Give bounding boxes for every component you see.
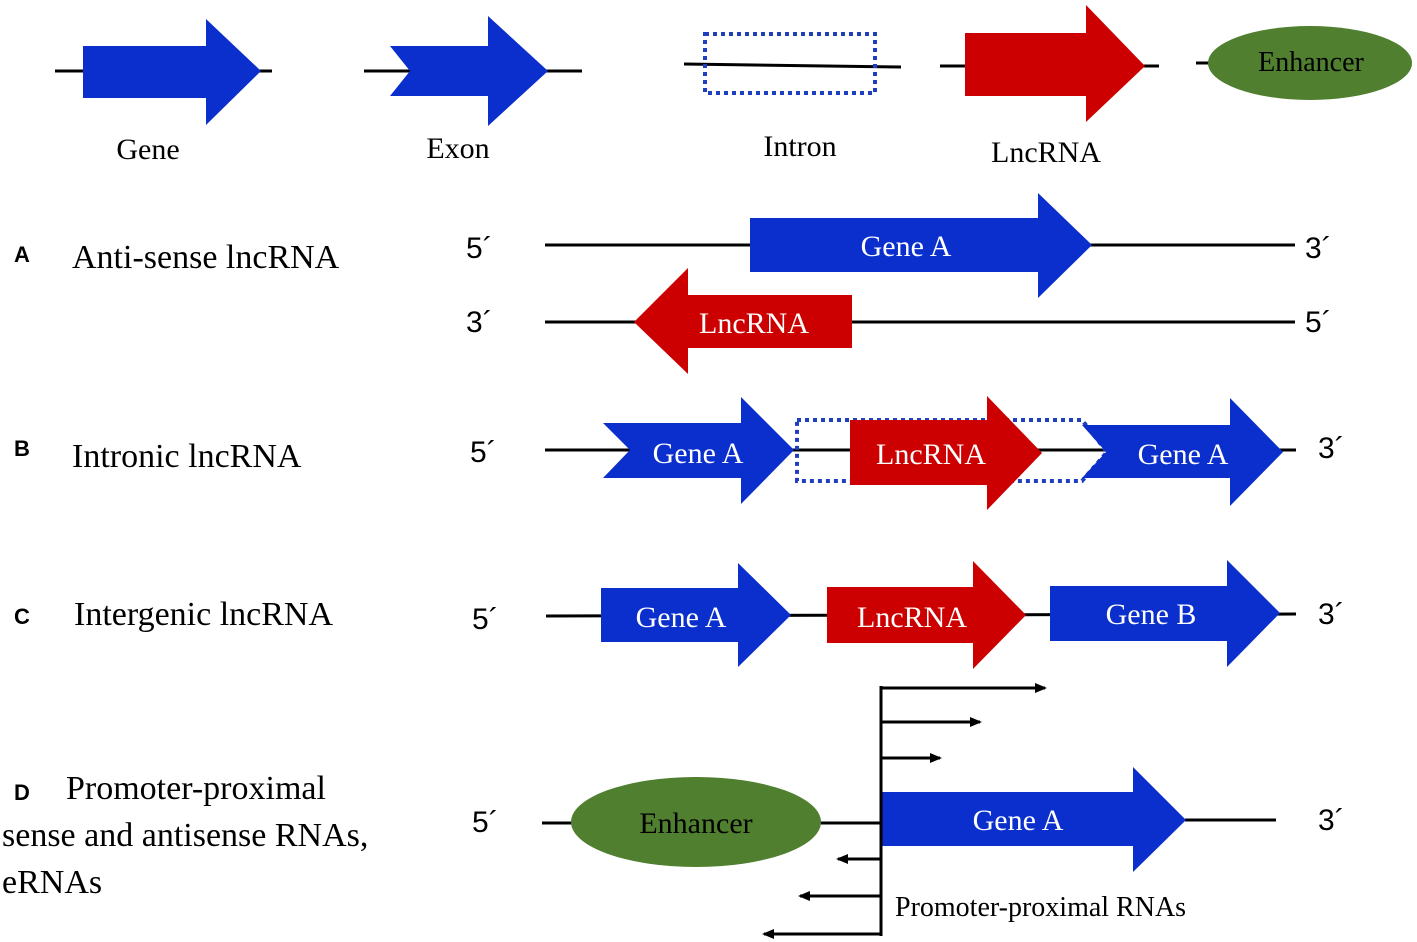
panel-a-bottom-left-label: 3´ <box>466 306 493 339</box>
panel-b-letter: B <box>14 436 30 461</box>
legend-lncrna: LncRNA <box>940 5 1159 169</box>
legend-lncrna-label: LncRNA <box>991 136 1101 169</box>
panel-b-lncrna-label: LncRNA <box>876 438 986 471</box>
panel-b-gene2-label: Gene A <box>1138 438 1229 471</box>
panel-b-lncrna-arrow <box>850 396 1042 510</box>
legend-intron-box <box>703 32 877 95</box>
panel-b-title: Intronic lncRNA <box>72 438 302 475</box>
legend-lncrna-arrow <box>965 5 1145 122</box>
panel-d-right-label: 3´ <box>1318 804 1345 837</box>
panel-d-enhancer-ellipse <box>571 777 821 867</box>
panel-c-gene2-arrow <box>1050 560 1280 667</box>
panel-c-lncrna-arrow <box>827 561 1026 669</box>
legend-exon: Exon <box>364 16 582 165</box>
panel-c-lncrna-label: LncRNA <box>857 601 967 634</box>
panel-c-gene1-label: Gene A <box>636 601 727 634</box>
panel-c-left-label: 5´ <box>472 603 499 636</box>
panel-d-title-line1: Promoter-proximal <box>66 770 326 807</box>
panel-d-left-label: 5´ <box>472 806 499 839</box>
panel-d-letter: D <box>14 780 30 805</box>
panel-b-left-label: 5´ <box>470 436 497 469</box>
panel-a-title: Anti-sense lncRNA <box>72 239 340 276</box>
panel-a-top-right-label: 3´ <box>1305 232 1332 265</box>
legend-enhancer-label: Enhancer <box>1258 47 1364 78</box>
panel-a-top-left-label: 5´ <box>466 232 493 265</box>
panel-b-right-label: 3´ <box>1318 432 1345 465</box>
legend-exon-arrow <box>390 16 548 126</box>
legend-intron-label: Intron <box>763 130 836 163</box>
legend: Gene Exon Intron LncRNA Enhancer <box>55 5 1412 169</box>
panel-c-letter: C <box>14 604 30 629</box>
panel-b-gene1-arrow <box>603 397 794 504</box>
panel-d-title-line3: eRNAs <box>2 864 102 901</box>
panel-c-gene2-label: Gene B <box>1106 598 1197 631</box>
legend-gene: Gene <box>55 19 272 166</box>
panel-d-title-line2: sense and antisense RNAs, <box>2 817 368 854</box>
panel-b: B Intronic lncRNA 5´ Gene A LncRNA Gene … <box>14 396 1345 510</box>
legend-intron: Intron <box>683 32 902 163</box>
panel-a-lncrna-arrow <box>634 268 852 374</box>
legend-enhancer-ellipse <box>1208 26 1412 100</box>
panel-d-caption: Promoter-proximal RNAs <box>895 892 1186 923</box>
panel-a-letter: A <box>14 242 30 267</box>
panel-a-gene-label: Gene A <box>861 230 952 263</box>
panel-d-gene-arrow <box>881 767 1186 872</box>
panel-a: A Anti-sense lncRNA 5´ Gene A 3´ 3´ LncR… <box>14 193 1332 374</box>
legend-enhancer: Enhancer <box>1196 26 1412 100</box>
panel-b-gene1-label: Gene A <box>653 437 744 470</box>
panel-c-gene1-arrow <box>601 563 791 667</box>
legend-exon-label: Exon <box>426 132 489 165</box>
panel-a-gene-arrow <box>750 193 1092 298</box>
panel-c-title: Intergenic lncRNA <box>74 596 333 633</box>
panel-c-right-label: 3´ <box>1318 598 1345 631</box>
panel-a-lncrna-label: LncRNA <box>699 307 809 340</box>
legend-gene-label: Gene <box>116 133 179 166</box>
panel-b-gene2-arrow <box>1082 398 1283 506</box>
legend-gene-arrow <box>83 19 261 125</box>
panel-d: D Promoter-proximal sense and antisense … <box>2 683 1345 939</box>
panel-a-bottom-right-label: 5´ <box>1305 306 1332 339</box>
promoter-proximal-arrows <box>762 683 1047 939</box>
panel-c: C Intergenic lncRNA 5´ Gene A LncRNA Gen… <box>14 560 1345 669</box>
panel-d-enhancer-label: Enhancer <box>639 807 752 840</box>
panel-d-gene-label: Gene A <box>973 804 1064 837</box>
